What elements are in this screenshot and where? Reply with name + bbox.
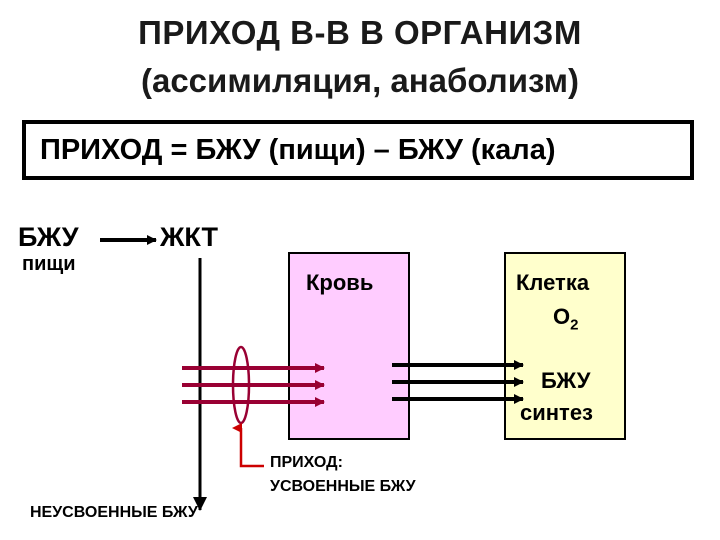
gi-tract-label: ЖКТ — [160, 222, 219, 252]
formula-box: ПРИХОД = БЖУ (пищи) – БЖУ (кала) — [22, 120, 694, 180]
formula-text: ПРИХОД = БЖУ (пищи) – БЖУ (кала) — [40, 134, 556, 166]
blood-box — [288, 252, 410, 440]
income-detail: УСВОЕННЫЕ БЖУ — [270, 478, 416, 495]
cell-label: Клетка — [516, 270, 590, 295]
page-title: ПРИХОД В-В В ОРГАНИЗМ — [138, 14, 582, 51]
blood-label: Кровь — [306, 270, 374, 295]
synthesis-label: синтез — [520, 400, 593, 425]
income-title: ПРИХОД: — [270, 454, 343, 471]
unabsorbed-label: НЕУСВОЕННЫЕ БЖУ — [30, 504, 198, 521]
food-bju-label: БЖУ — [18, 222, 79, 252]
income-label: ПРИХОД: УСВОЕННЫЕ БЖУ — [270, 451, 416, 499]
food-sublabel: пищи — [22, 253, 76, 275]
oxygen-label: O2 — [553, 304, 579, 334]
cell-box — [504, 252, 626, 440]
income-pointer — [232, 423, 264, 468]
page-subtitle: (ассимиляция, анаболизм) — [140, 62, 579, 99]
cell-bju-label: БЖУ — [541, 368, 591, 393]
